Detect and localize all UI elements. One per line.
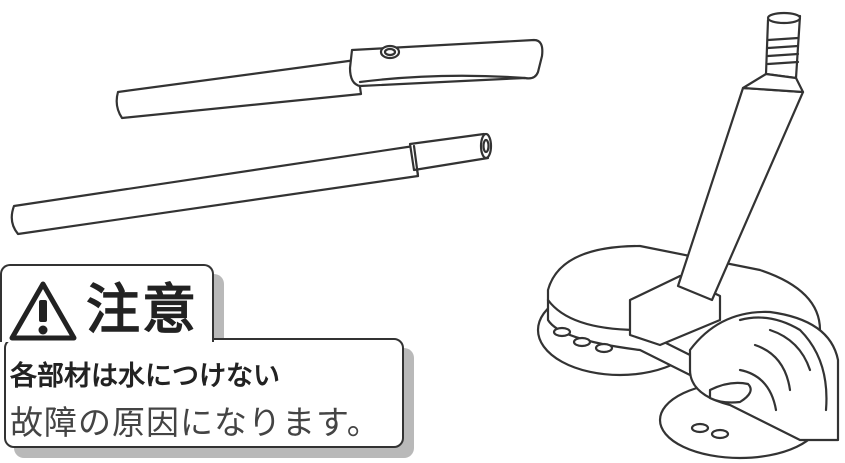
hand-with-cloth [688,310,840,442]
caution-body: 故障の原因になります。 [10,403,381,442]
middle-pipe [10,132,493,236]
warning-triangle-icon [9,281,77,341]
caution-tab [0,264,214,342]
caution-heading: 各部材は水につけない [10,361,280,392]
caution-notice [4,338,404,448]
mop-pole [676,11,805,302]
handle-pipe [115,38,544,120]
caution-title: 注意 [86,278,198,341]
tab-joint [2,336,212,342]
